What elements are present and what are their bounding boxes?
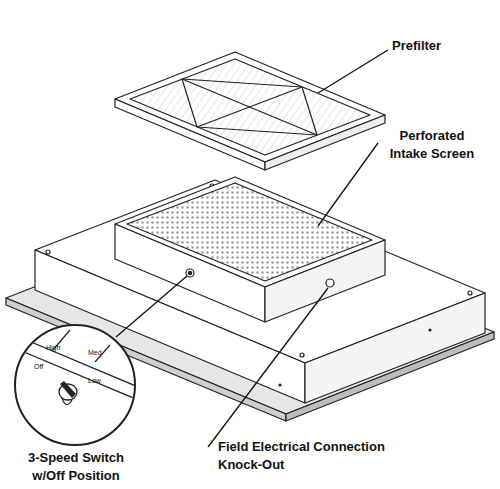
rivet: [279, 384, 281, 386]
leader-line: [208, 288, 328, 447]
switch-pointer: [60, 381, 76, 398]
speed-switch-knob: [188, 271, 191, 274]
screw: [300, 353, 304, 357]
switch-marking: High: [46, 343, 70, 352]
prefilter-grid: [182, 79, 317, 135]
part-label: Field Electrical Connection Knock-Out: [218, 438, 410, 473]
part-label: Perforated Intake Screen: [382, 127, 482, 162]
part-label: 3-Speed Switch w/Off Position: [20, 449, 132, 484]
leader-line: [318, 50, 388, 93]
panel-edge: [10, 333, 150, 392]
collar-side: [265, 240, 385, 322]
switch-marking: Low: [88, 376, 110, 385]
part-label: Prefilter: [392, 37, 492, 55]
prefilter-grid: [197, 87, 302, 127]
screw: [468, 291, 472, 295]
collar-side: [115, 224, 265, 322]
switch-shaft: [62, 398, 72, 405]
switch-marking: Med: [88, 348, 112, 357]
panel-edge: [10, 346, 150, 405]
zoom-circle: [15, 325, 135, 445]
knock-out: [326, 279, 334, 287]
rivet: [429, 329, 431, 331]
speed-switch: [186, 269, 194, 277]
prefilter-grid: [182, 79, 317, 135]
switch-marking: Off: [34, 362, 54, 371]
screw: [46, 250, 50, 254]
prefilter-edge: [265, 115, 385, 170]
leader-line: [116, 276, 187, 337]
prefilter-top: [115, 52, 385, 162]
leader-line: [318, 143, 378, 226]
housing-side: [305, 293, 485, 403]
